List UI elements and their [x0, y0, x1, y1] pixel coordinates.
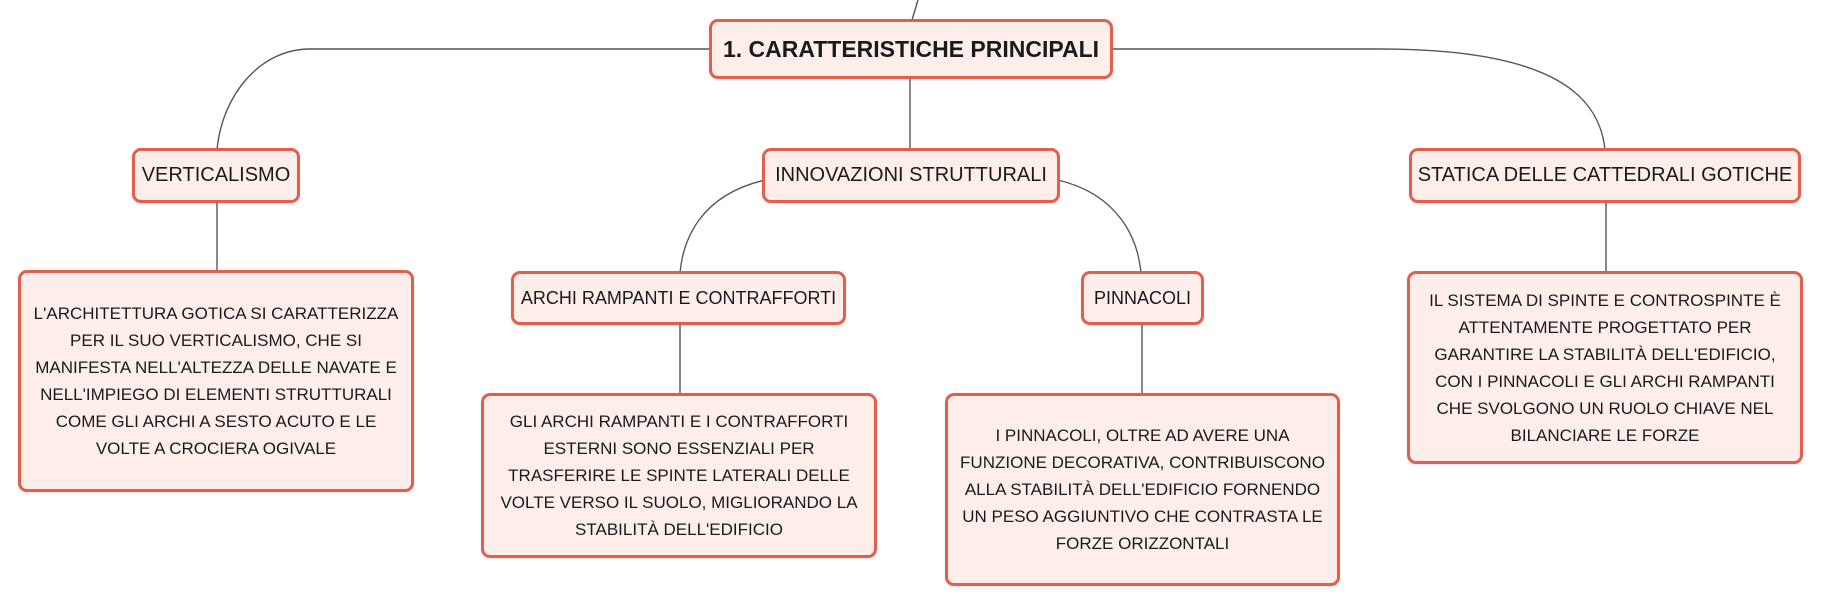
subtopic-archi-rampanti[interactable]: ARCHI RAMPANTI E CONTRAFFORTI	[511, 271, 846, 325]
detail-verticalismo[interactable]: L'ARCHITETTURA GOTICA SI CARATTERIZZA PE…	[18, 270, 414, 492]
root-topic[interactable]: 1. CARATTERISTICHE PRINCIPALI	[709, 19, 1113, 79]
detail-statica-text: IL SISTEMA DI SPINTE E CONTROSPINTE È AT…	[1429, 290, 1781, 445]
topic-verticalismo-label: VERTICALISMO	[141, 164, 291, 186]
connector-parent-to-root	[911, 0, 919, 21]
topic-verticalismo[interactable]: VERTICALISMO	[132, 148, 300, 203]
detail-pinnacoli-text: I PINNACOLI, OLTRE AD AVERE UNA FUNZIONE…	[960, 426, 1325, 553]
detail-statica[interactable]: IL SISTEMA DI SPINTE E CONTROSPINTE È AT…	[1407, 271, 1803, 464]
detail-archi-rampanti-text: GLI ARCHI RAMPANTI E I CONTRAFFORTI ESTE…	[500, 412, 858, 539]
root-topic-label: 1. CARATTERISTICHE PRINCIPALI	[722, 35, 1100, 62]
topic-statica-cattedrali-label: STATICA DELLE CATTEDRALI GOTICHE	[1417, 164, 1793, 186]
detail-verticalismo-text: L'ARCHITETTURA GOTICA SI CARATTERIZZA PE…	[33, 304, 399, 458]
subtopic-archi-rampanti-label: ARCHI RAMPANTI E CONTRAFFORTI	[520, 287, 837, 308]
detail-archi-rampanti[interactable]: GLI ARCHI RAMPANTI E I CONTRAFFORTI ESTE…	[481, 393, 877, 558]
connector-root-to-statica	[1110, 48, 1606, 151]
topic-innovazioni-strutturali[interactable]: INNOVAZIONI STRUTTURALI	[762, 148, 1060, 203]
connector-innovazioni-to-archi	[679, 179, 766, 274]
detail-pinnacoli[interactable]: I PINNACOLI, OLTRE AD AVERE UNA FUNZIONE…	[945, 393, 1340, 586]
subtopic-pinnacoli[interactable]: PINNACOLI	[1081, 271, 1204, 325]
connector-innovazioni-to-pinnacoli	[1057, 179, 1142, 274]
connector-root-to-verticalismo	[216, 48, 710, 151]
subtopic-pinnacoli-label: PINNACOLI	[1093, 287, 1192, 308]
topic-statica-cattedrali[interactable]: STATICA DELLE CATTEDRALI GOTICHE	[1409, 148, 1801, 203]
topic-innovazioni-strutturali-label: INNOVAZIONI STRUTTURALI	[775, 164, 1047, 186]
